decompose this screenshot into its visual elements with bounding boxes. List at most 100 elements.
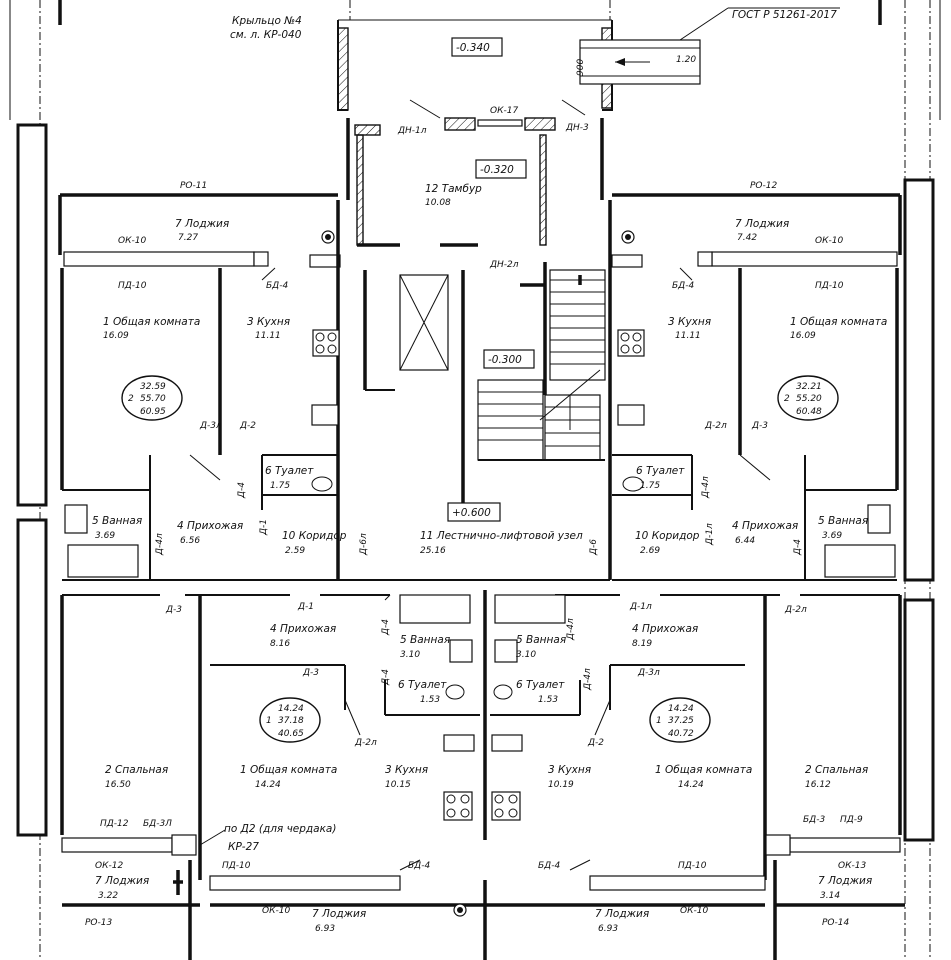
mark-d3l-tl: Д-3л <box>199 421 222 431</box>
mark-ro13: РО-13 <box>85 918 112 928</box>
room-name-hall-bl: 4 Прихожая <box>270 623 336 635</box>
dim-120: 1.20 <box>676 55 696 65</box>
room-name-stairhall: 11 Лестнично-лифтовой узел <box>420 530 583 542</box>
room-area-kitchen-br: 10.19 <box>548 780 574 790</box>
mark-d2l-bl: Д-2л <box>354 738 377 748</box>
room-area-loggia-bc2: 6.93 <box>598 924 618 934</box>
sanitary-top <box>64 329 896 578</box>
mark-d3l-br: Д-3л <box>637 668 660 678</box>
bottom-loggias <box>61 829 905 960</box>
apt-tl-living: 32.59 <box>140 382 166 392</box>
mark-ok10-tr: ОК-10 <box>815 236 843 246</box>
room-area-living-bl: 14.24 <box>255 780 281 790</box>
mark-d1-bl: Д-1 <box>297 602 314 612</box>
level-stair-landing: -0.300 <box>488 354 522 366</box>
apt-tr-total: 55.20 <box>796 394 822 404</box>
mark-d1l-br: Д-1л <box>629 602 652 612</box>
mark-bd4-bl: БД-4 <box>408 861 430 871</box>
mark-pd10-tr: ПД-10 <box>815 281 844 291</box>
mark-d2-br: Д-2 <box>587 738 604 748</box>
room-area-hall-br: 8.19 <box>632 639 652 649</box>
room-name-loggia-tr: 7 Лоджия <box>735 218 789 230</box>
room-area-loggia-bl: 3.22 <box>98 891 118 901</box>
mark-d4-tr: Д-4 <box>793 539 803 556</box>
mark-ro12: РО-12 <box>750 181 777 191</box>
apt-tl-total: 55.70 <box>140 394 166 404</box>
room-name-kitchen-tl: 3 Кухня <box>247 316 290 328</box>
mark-d3-bl2: Д-3 <box>302 668 319 678</box>
room-name-hall-tl: 4 Прихожая <box>177 520 243 532</box>
mark-d2-tl: Д-2 <box>239 421 256 431</box>
mark-pd12: ПД-12 <box>100 819 129 829</box>
room-name-loggia-tl: 7 Лоджия <box>175 218 229 230</box>
room-name-loggia-bc1: 7 Лоджия <box>312 908 366 920</box>
room-name-corr-r: 10 Коридор <box>635 530 700 542</box>
room-name-tambur: 12 Тамбур <box>425 183 482 195</box>
top-apartment-walls <box>60 200 899 581</box>
room-name-loggia-bl: 7 Лоджия <box>95 875 149 887</box>
room-name-bed-bl: 2 Спальная <box>105 764 168 776</box>
mark-d1l-tr: Д-1л <box>705 523 715 546</box>
room-name-wc-tr: 6 Туалет <box>636 465 685 477</box>
mark-ok10-tl: ОК-10 <box>118 236 146 246</box>
room-labels: 12 Тамбур 10.08 7 Лоджия 7.27 7 Лоджия 7… <box>92 183 887 934</box>
gost-note: ГОСТ Р 51261-2017 <box>732 9 837 21</box>
room-area-bath-bl: 3.10 <box>400 650 420 660</box>
mark-d4-tl: Д-4 <box>237 482 247 499</box>
room-area-loggia-bc1: 6.93 <box>315 924 335 934</box>
mark-pd10-br: ПД-10 <box>678 861 707 871</box>
room-name-corr-l: 10 Коридор <box>282 530 347 542</box>
mark-d1-tl: Д-1 <box>259 519 269 536</box>
room-area-wc-bl: 1.53 <box>420 695 440 705</box>
room-name-hall-br: 4 Прихожая <box>632 623 698 635</box>
level-porch: -0.340 <box>456 42 490 54</box>
room-name-loggia-bc2: 7 Лоджия <box>595 908 649 920</box>
mark-ok10-br: ОК-10 <box>680 906 708 916</box>
top-loggia-walls <box>58 193 902 268</box>
mark-pd10-bl: ПД-10 <box>222 861 251 871</box>
room-name-hall-tr: 4 Прихожая <box>732 520 798 532</box>
apartment-summaries: 32.59 2 55.70 60.95 32.21 2 55.20 60.48 … <box>128 382 822 739</box>
apt-tl-area: 60.95 <box>140 407 166 417</box>
apt-tr-area: 60.48 <box>796 407 822 417</box>
mark-kr27: КР-27 <box>228 841 259 853</box>
room-name-living-bl: 1 Общая комната <box>240 764 337 776</box>
apt-br-rooms: 1 <box>656 716 662 726</box>
room-area-bed-br: 16.12 <box>805 780 831 790</box>
mark-bd3l: БД-3Л <box>143 819 172 829</box>
mark-d6: Д-6 <box>589 539 599 556</box>
apt-bl-area: 40.65 <box>278 729 304 739</box>
mark-d3-tr: Д-3 <box>751 421 768 431</box>
room-area-bed-bl: 16.50 <box>105 780 131 790</box>
mark-d3-bl: Д-3 <box>165 605 182 615</box>
room-area-bath-tr: 3.69 <box>822 531 842 541</box>
room-name-bath-br: 5 Ванная <box>516 634 566 646</box>
room-area-living-br: 14.24 <box>678 780 704 790</box>
room-name-living-tr: 1 Общая комната <box>790 316 887 328</box>
element-marks: ОК-17 ДН-1л ДН-3 ДН-2л РО-11 РО-12 ОК-10… <box>85 106 866 928</box>
room-area-hall-tl: 6.56 <box>180 536 200 546</box>
mark-ok13: ОК-13 <box>838 861 866 871</box>
room-name-living-tl: 1 Общая комната <box>103 316 200 328</box>
room-name-bath-tr: 5 Ванная <box>818 515 868 527</box>
room-name-bath-tl: 5 Ванная <box>92 515 142 527</box>
porch-title: Крыльцо №4 <box>232 15 302 27</box>
mark-d2l-tr: Д-2л <box>704 421 727 431</box>
apt-br-living: 14.24 <box>668 704 694 714</box>
apt-br-total: 37.25 <box>668 716 694 726</box>
outer-walls <box>16 0 935 842</box>
apt-tr-rooms: 2 <box>784 394 790 404</box>
room-name-kitchen-tr: 3 Кухня <box>668 316 711 328</box>
room-area-corr-l: 2.59 <box>285 546 305 556</box>
room-area-kitchen-tr: 11.11 <box>675 331 701 341</box>
room-area-kitchen-tl: 11.11 <box>255 331 281 341</box>
porch-notes: Крыльцо №4 см. л. КР-040 ГОСТ Р 51261-20… <box>230 9 837 76</box>
room-area-wc-tl: 1.75 <box>270 481 290 491</box>
apt-bl-living: 14.24 <box>278 704 304 714</box>
room-area-living-tr: 16.09 <box>790 331 816 341</box>
room-area-bath-br: 3.10 <box>516 650 536 660</box>
apt-tr-living: 32.21 <box>796 382 822 392</box>
room-area-loggia-br: 3.14 <box>820 891 840 901</box>
mark-d4-bl2: Д-4 <box>381 669 391 686</box>
room-area-bath-tl: 3.69 <box>95 531 115 541</box>
